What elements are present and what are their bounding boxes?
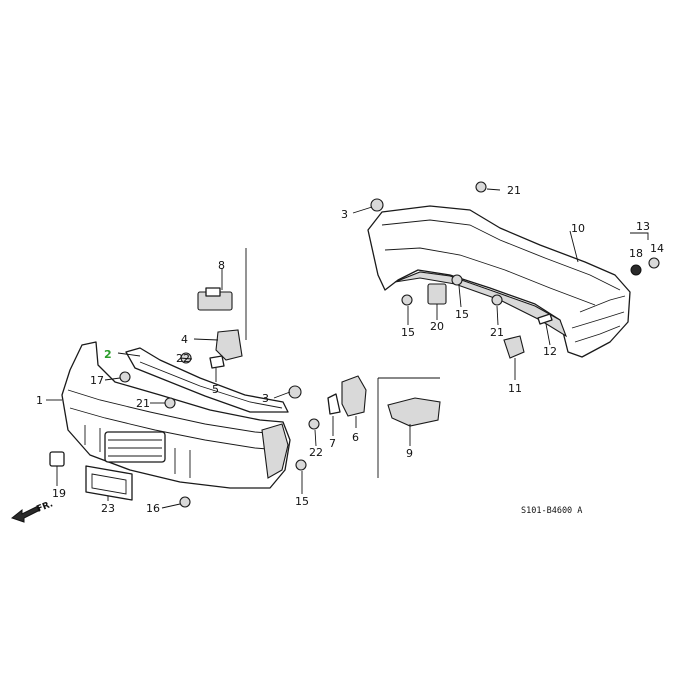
clip-21-front[interactable] [164, 397, 176, 409]
leader-lines [46, 188, 649, 509]
callout-20: 20 [430, 320, 444, 333]
callout-3-rear: 3 [341, 208, 348, 221]
callout-10: 10 [571, 222, 585, 235]
callout-11: 11 [508, 382, 522, 395]
callout-15-rear-left: 15 [401, 326, 415, 339]
callout-15-rear: 15 [455, 308, 469, 321]
nut-18[interactable] [630, 264, 642, 276]
front-arrow-icon [10, 505, 41, 523]
clip-5[interactable] [209, 355, 225, 369]
rear-bumper-part[interactable] [367, 205, 631, 358]
bracket-9[interactable] [387, 397, 441, 427]
callout-14: 14 [650, 242, 664, 255]
callout-16: 16 [146, 502, 160, 515]
bracket-11[interactable] [503, 335, 525, 359]
callout-19: 19 [52, 487, 66, 500]
nut-17[interactable] [119, 371, 131, 383]
clip-3-front[interactable] [288, 385, 302, 399]
bolt-14[interactable] [648, 257, 660, 269]
front-beam-part[interactable] [125, 347, 289, 413]
callout-21-front: 21 [136, 397, 150, 410]
bracket-8[interactable] [197, 287, 233, 311]
callout-23: 23 [101, 502, 115, 515]
bracket-6[interactable] [341, 375, 367, 417]
front-direction-indicator: FR. [10, 499, 55, 523]
callout-15-front: 15 [295, 495, 309, 508]
callout-12: 12 [543, 345, 557, 358]
cap-19[interactable] [49, 451, 65, 467]
callout-6: 6 [352, 431, 359, 444]
clip-3-rear[interactable] [370, 198, 384, 212]
bolt-15-rear-left[interactable] [401, 294, 413, 306]
callout-5: 5 [212, 383, 219, 396]
diagram-reference-code: S101-B4600 A [521, 506, 582, 516]
bolt-15-front[interactable] [295, 459, 307, 471]
callout-9: 9 [406, 447, 413, 460]
clip-7[interactable] [327, 393, 341, 415]
bracket-4[interactable] [215, 329, 243, 361]
callout-21-rear: 21 [490, 326, 504, 339]
callout-22-upper: 22 [176, 352, 190, 365]
callout-4: 4 [181, 333, 188, 346]
callout-3-front: 3 [262, 392, 269, 405]
callout-22-lower: 22 [309, 446, 323, 459]
callout-2[interactable]: 2 [104, 348, 112, 361]
callout-labels: 1 2 3 3 4 5 6 7 8 9 10 11 12 13 14 15 15… [36, 184, 664, 515]
clip-21-rear[interactable] [491, 294, 503, 306]
bolt-16[interactable] [179, 496, 191, 508]
callout-13: 13 [636, 220, 650, 233]
clip-21-top[interactable] [475, 181, 487, 193]
bolt-22-lower[interactable] [308, 418, 320, 430]
front-direction-label: FR. [35, 499, 54, 515]
callout-1: 1 [36, 394, 43, 407]
callout-8: 8 [218, 259, 225, 272]
bracket-20[interactable] [427, 283, 447, 305]
callout-7: 7 [329, 437, 336, 450]
callout-21-top: 21 [507, 184, 521, 197]
front-bumper-part[interactable] [61, 341, 291, 489]
callout-18: 18 [629, 247, 643, 260]
screw-12[interactable] [537, 313, 553, 325]
clip-15-rear[interactable] [451, 274, 463, 286]
callout-17: 17 [90, 374, 104, 387]
license-plate-base-part[interactable] [85, 465, 133, 501]
group-separators [245, 248, 440, 478]
fasteners [49, 181, 660, 508]
